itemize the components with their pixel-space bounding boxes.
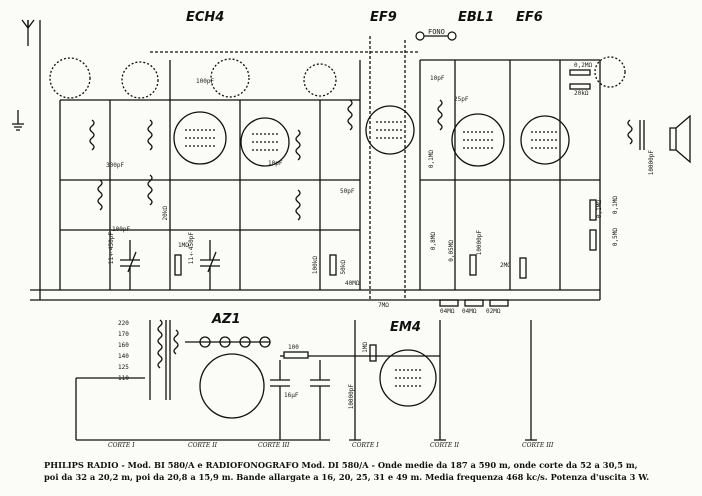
component-label: 0,1MΩ (596, 200, 603, 219)
resistor (174, 254, 182, 276)
voltage-tap: 140 (118, 353, 129, 360)
resistor (329, 254, 337, 276)
switch-label: CORTE I (352, 442, 379, 449)
coil (147, 119, 153, 151)
wave-switch-4 (303, 63, 337, 97)
resistor (569, 83, 591, 90)
tube-ech4-body-2 (240, 117, 290, 167)
component-label: 1MΩ (362, 342, 369, 353)
component-label: 0,1MΩ (428, 150, 435, 169)
voltage-tap: 220 (118, 320, 129, 327)
tube-az1-body (199, 353, 265, 419)
component-label: 0,1MΩ (612, 196, 619, 215)
antenna-icon (21, 19, 35, 30)
voltage-tap: 160 (118, 342, 129, 349)
schematic-caption: PHILIPS RADIO - Mod. BI 580/A e RADIOFON… (44, 459, 696, 483)
ground-icon (349, 430, 361, 441)
component-label: 7MΩ (378, 302, 389, 309)
tube-label-ech4: ECH4 (186, 10, 225, 25)
coil (295, 129, 301, 161)
component-label: 04MΩ (440, 308, 455, 315)
component-label: 04MΩ (462, 308, 477, 315)
component-label: 10pF (268, 160, 283, 167)
resistor (589, 199, 597, 221)
component-label: 16µF (284, 392, 299, 399)
component-label: 0,2MΩ (574, 62, 593, 69)
component-label: 02MΩ (486, 308, 501, 315)
component-label: 50pF (340, 188, 355, 195)
tube-label-em4: EM4 (390, 320, 421, 335)
resistor (519, 257, 527, 279)
tube-label-az1: AZ1 (212, 312, 241, 327)
tube-label-ebl1: EBL1 (458, 10, 495, 25)
component-label: 20kΩ (162, 206, 169, 221)
component-label: 100kΩ (312, 256, 319, 275)
resistor (469, 254, 477, 276)
resistor (283, 351, 309, 359)
resistor (489, 299, 509, 307)
voltage-tap: 110 (118, 375, 129, 382)
switch-label: CORTE II (188, 442, 217, 449)
component-label: 0,8MΩ (430, 232, 437, 251)
connector-label-fono: FONO (428, 28, 445, 36)
resistor (569, 69, 591, 76)
tube-label-ef9: EF9 (370, 10, 397, 25)
resistor (464, 299, 484, 307)
switch-label: CORTE II (430, 442, 459, 449)
switch-label: CORTE I (108, 442, 135, 449)
fono-socket-icon (415, 31, 425, 41)
voltage-tap: 125 (118, 364, 129, 371)
component-label: 300pF (106, 162, 125, 169)
tube-ef9-body (365, 105, 415, 155)
ground-icon (525, 430, 537, 441)
resistor (439, 299, 459, 307)
wave-switch-1 (49, 57, 91, 99)
output-transformer (627, 119, 633, 145)
caption-line-1: PHILIPS RADIO - Mod. BI 580/A e RADIOFON… (44, 460, 638, 470)
component-label: 11÷450pF (108, 232, 115, 265)
component-label: 0,05MΩ (448, 240, 455, 262)
tube-ef6-body (520, 115, 570, 165)
speaker-icon (669, 114, 691, 164)
coil (97, 179, 103, 211)
wave-switch-3 (210, 58, 250, 98)
ground-icon (434, 430, 446, 441)
component-label: 40MΩ (345, 280, 360, 287)
voltage-tap: 170 (118, 331, 129, 338)
component-label: 0,5MΩ (612, 228, 619, 247)
component-label: 20kΩ (574, 90, 589, 97)
switch-label: CORTE III (522, 442, 554, 449)
coil (295, 189, 301, 221)
tube-ech4-body (173, 111, 227, 165)
component-label: 10000pF (348, 384, 355, 410)
wave-switch-2 (121, 61, 159, 99)
coil (89, 119, 95, 151)
component-label: 1MΩ (178, 242, 189, 249)
resistor (369, 344, 377, 362)
component-label: 10000pF (476, 230, 483, 256)
tone-switch (594, 56, 626, 88)
caption-line-2: poi da 32 a 20,2 m, poi da 20,8 a 15,9 m… (44, 472, 650, 482)
component-label: 100pF (196, 78, 215, 85)
component-label: 10pF (430, 75, 445, 82)
if-transformer (347, 99, 353, 131)
ground-icon (12, 110, 24, 131)
component-label: 11÷450pF (188, 232, 195, 265)
switch-label: CORTE III (258, 442, 290, 449)
component-label: 100 (288, 344, 299, 351)
tube-label-ef6: EF6 (516, 10, 543, 25)
component-label: 10000pF (648, 150, 655, 176)
component-label: 25pF (454, 96, 469, 103)
if-transformer (437, 99, 443, 131)
component-label: 50kΩ (340, 260, 347, 275)
tube-ebl1-body (451, 113, 505, 167)
component-label: 2MΩ (500, 262, 511, 269)
tube-em4-body (379, 349, 437, 407)
component-label: 100pF (112, 226, 131, 233)
resistor (589, 229, 597, 251)
